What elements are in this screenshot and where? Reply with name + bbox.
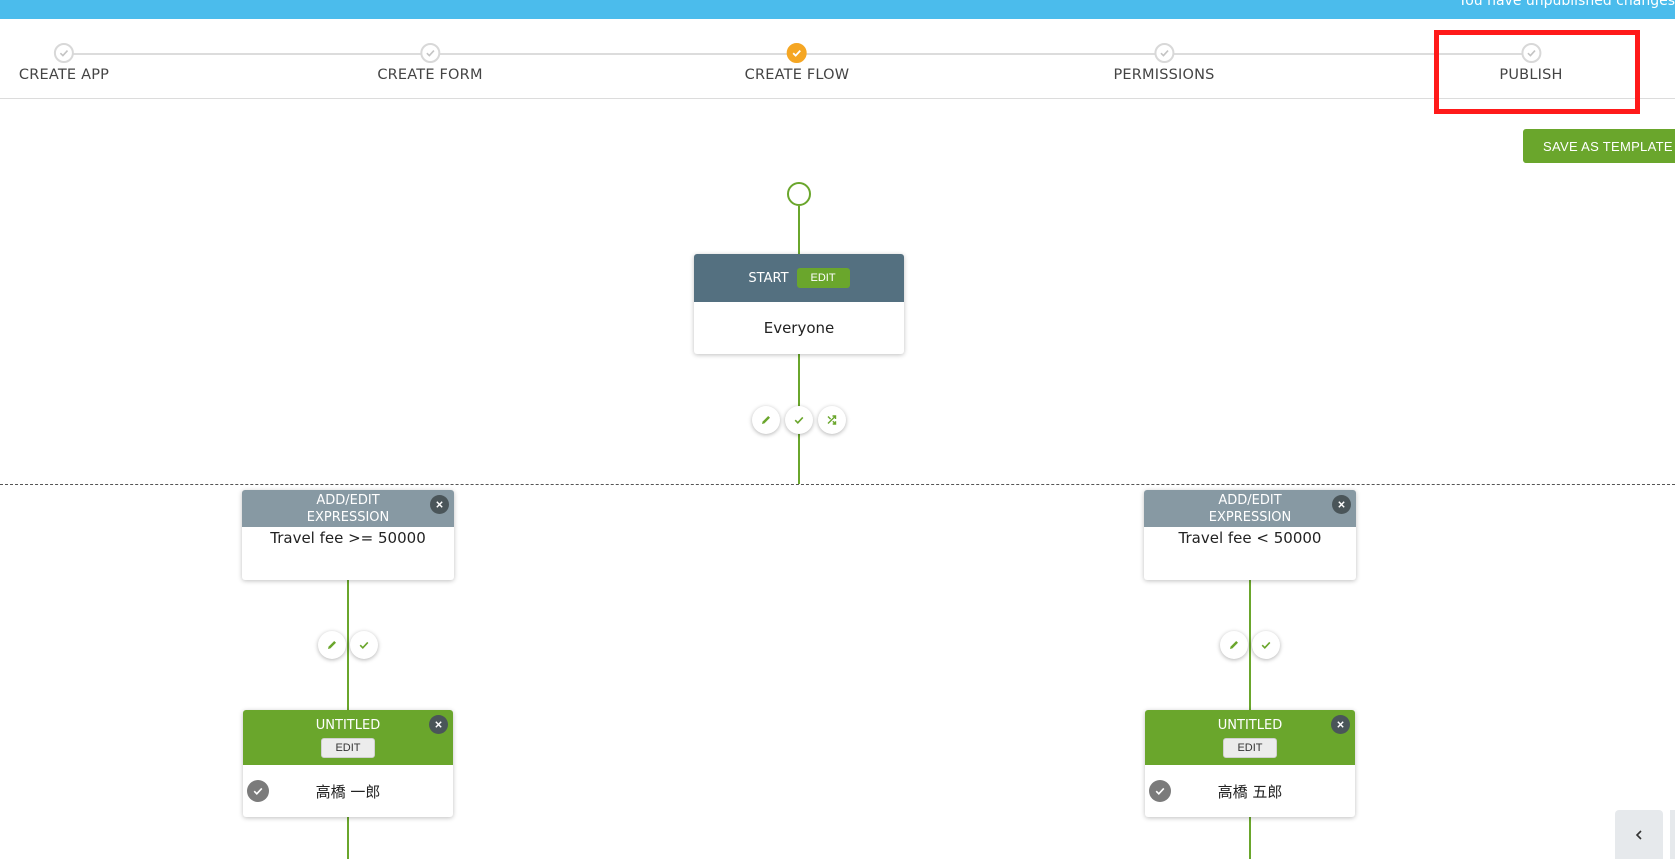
step-permissions[interactable]: PERMISSIONS xyxy=(1113,43,1214,83)
step-card-body: 高橋 一郎 xyxy=(243,765,453,817)
approve-action-button[interactable] xyxy=(785,406,813,434)
check-circle-icon xyxy=(1520,43,1541,63)
step-label: PERMISSIONS xyxy=(1113,67,1215,83)
expression-condition: Travel fee >= 50000 xyxy=(270,529,426,547)
pencil-icon xyxy=(762,416,770,424)
expression-card-left[interactable]: ADD/EDIT EXPRESSION Travel fee >= 50000 xyxy=(242,490,454,580)
shuffle-icon xyxy=(827,415,837,425)
start-card-title: START xyxy=(748,270,789,286)
start-card-header: START EDIT xyxy=(694,254,904,302)
step-assignee: 高橋 五郎 xyxy=(1217,782,1283,801)
start-card[interactable]: START EDIT Everyone xyxy=(694,254,904,354)
step-card-title: UNTITLED xyxy=(1217,718,1283,733)
pencil-icon xyxy=(1230,641,1238,649)
next-button[interactable] xyxy=(1670,810,1675,859)
check-icon xyxy=(1261,641,1271,649)
close-icon[interactable] xyxy=(430,495,449,514)
connector-line xyxy=(347,817,349,859)
wizard-stepper: CREATE APP CREATE FORM CREATE FLOW PERMI… xyxy=(0,19,1675,99)
check-circle-icon xyxy=(53,43,74,63)
chevron-left-icon xyxy=(1635,829,1642,840)
check-icon xyxy=(359,641,369,649)
previous-button[interactable] xyxy=(1615,810,1663,859)
step-card-body: 高橋 五郎 xyxy=(1145,765,1355,817)
step-label: CREATE APP xyxy=(18,67,110,83)
start-assignee: Everyone xyxy=(763,319,835,337)
step-create-flow[interactable]: CREATE FLOW xyxy=(745,43,850,83)
unpublished-changes-note: You have unpublished changes xyxy=(1458,0,1675,9)
step-card-right[interactable]: UNTITLED EDIT 高橋 五郎 xyxy=(1145,710,1355,817)
step-create-form[interactable]: CREATE FORM xyxy=(377,43,482,83)
step-card-title: UNTITLED xyxy=(315,718,381,733)
check-circle-icon xyxy=(419,43,440,63)
flow-start-node xyxy=(787,182,811,206)
step-create-app[interactable]: CREATE APP xyxy=(19,43,109,83)
expression-card-title: ADD/EDIT EXPRESSION xyxy=(306,492,390,525)
start-card-body: Everyone xyxy=(694,302,904,354)
branch-divider xyxy=(0,484,1675,485)
connector-line xyxy=(347,580,349,710)
expression-card-body: Travel fee >= 50000 xyxy=(242,527,454,549)
connector-line xyxy=(1249,580,1251,710)
pencil-icon xyxy=(328,641,336,649)
check-icon xyxy=(794,416,804,424)
check-circle-icon xyxy=(247,780,269,802)
expression-card-right[interactable]: ADD/EDIT EXPRESSION Travel fee < 50000 xyxy=(1144,490,1356,580)
check-circle-icon xyxy=(1149,780,1171,802)
step-assignee: 高橋 一郎 xyxy=(315,782,381,801)
expression-condition: Travel fee < 50000 xyxy=(1178,529,1322,547)
step-label: PUBLISH xyxy=(1499,67,1563,83)
step-label: CREATE FLOW xyxy=(744,67,850,83)
close-icon[interactable] xyxy=(429,715,448,734)
expression-card-header: ADD/EDIT EXPRESSION xyxy=(242,490,454,527)
save-as-template-button[interactable]: SAVE AS TEMPLATE xyxy=(1523,129,1675,163)
branch-action-button[interactable] xyxy=(818,406,846,434)
edit-action-button[interactable] xyxy=(752,406,780,434)
expression-card-body: Travel fee < 50000 xyxy=(1144,527,1356,549)
step-card-left[interactable]: UNTITLED EDIT 高橋 一郎 xyxy=(243,710,453,817)
step-label: CREATE FORM xyxy=(377,67,483,83)
expression-card-title: ADD/EDIT EXPRESSION xyxy=(1208,492,1292,525)
publish-highlight-box xyxy=(1434,30,1640,114)
start-edit-button[interactable]: EDIT xyxy=(796,268,850,288)
check-circle-icon xyxy=(786,43,807,63)
approve-action-button[interactable] xyxy=(350,631,378,659)
connector-line xyxy=(798,206,800,254)
step-publish[interactable]: PUBLISH xyxy=(1499,43,1562,83)
close-icon[interactable] xyxy=(1331,715,1350,734)
edit-action-button[interactable] xyxy=(318,631,346,659)
step-edit-button[interactable]: EDIT xyxy=(321,738,375,758)
check-circle-icon xyxy=(1154,43,1174,63)
step-card-header: UNTITLED EDIT xyxy=(243,710,453,765)
step-edit-button[interactable]: EDIT xyxy=(1223,738,1277,758)
expression-card-header: ADD/EDIT EXPRESSION xyxy=(1144,490,1356,527)
approve-action-button[interactable] xyxy=(1252,631,1280,659)
top-status-bar: You have unpublished changes xyxy=(0,0,1675,19)
step-card-header: UNTITLED EDIT xyxy=(1145,710,1355,765)
connector-line xyxy=(1249,817,1251,859)
close-icon[interactable] xyxy=(1332,495,1351,514)
edit-action-button[interactable] xyxy=(1220,631,1248,659)
